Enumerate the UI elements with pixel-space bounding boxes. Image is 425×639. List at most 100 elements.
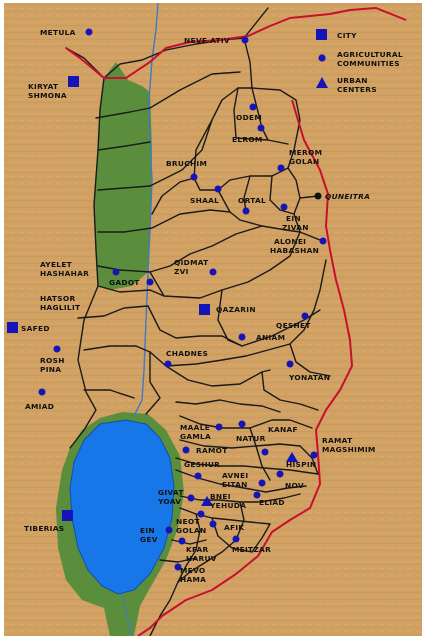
city-safed: [7, 322, 18, 333]
label-eliad: ELIAD: [259, 498, 285, 507]
label-merom-1: MEROM: [289, 148, 322, 157]
jordan-valley: [94, 62, 152, 290]
legend-agri-icon: [318, 54, 326, 62]
label-mevo-1: MEVO: [180, 566, 205, 575]
urban-katzrin-east: [286, 452, 298, 462]
label-maale-1: MAALE: [180, 423, 210, 432]
dot-aniam: [238, 333, 246, 341]
dot-bnei-yehuda: [197, 510, 205, 518]
dot-yonatan: [286, 360, 294, 368]
label-rosh-2: PINA: [40, 365, 61, 374]
dot-shaal: [214, 185, 222, 193]
dot-quneitra: [314, 192, 322, 200]
legend-urban-label-1: URBAN: [337, 76, 368, 85]
dot-qeshet: [301, 312, 309, 320]
label-hatsor-2: HAGLILIT: [40, 303, 80, 312]
label-kfar-2: HARUV: [186, 554, 217, 563]
urban-bnei-yehuda: [201, 496, 213, 506]
dot-bruchim: [190, 173, 198, 181]
dot-gadot: [112, 268, 120, 276]
label-hispin: HISPIN: [286, 460, 316, 469]
label-neot-2: GOLAN: [176, 526, 206, 535]
city-tiberias: [62, 510, 73, 521]
label-odem: ODEM: [236, 113, 262, 122]
label-meitzar: MEITZAR: [232, 545, 271, 554]
label-givat-1: GIVAT: [158, 488, 184, 497]
dot-kfar-haruv: [178, 537, 186, 545]
label-aniam: ANIAM: [256, 333, 285, 342]
dot-ortal: [242, 207, 250, 215]
label-geshur: GESHUR: [184, 460, 220, 469]
label-ayelet-1: AYELET: [40, 260, 72, 269]
label-qidmat-1: QIDMAT: [174, 258, 209, 267]
label-yonatan: YONATAN: [288, 373, 330, 382]
label-shaal: SHAAL: [190, 196, 219, 205]
label-kiryat-1: KIRYAT: [28, 82, 58, 91]
legend-agri-label-1: AGRICULTURAL: [337, 50, 403, 59]
label-hatsor-1: HATSOR: [40, 294, 75, 303]
label-ein-zivan-2: ZIVAN: [282, 223, 309, 232]
label-gadot: GADOT: [109, 278, 140, 287]
label-rosh-1: ROSH: [40, 356, 65, 365]
label-avnei-2: EITAN: [222, 480, 248, 489]
label-safed: SAFED: [21, 324, 50, 333]
dot-odem: [249, 103, 257, 111]
label-chadnes: CHADNES: [166, 349, 208, 358]
dot-geshur: [194, 472, 202, 480]
label-nov: NOV: [285, 481, 304, 490]
dot-ramot: [182, 446, 190, 454]
label-ramot: RAMOT: [196, 446, 228, 455]
legend-urban-label-2: CENTERS: [337, 85, 377, 94]
label-kiryat-2: SHMONA: [28, 91, 67, 100]
dot-rosh-pina: [53, 345, 61, 353]
label-bnei-2: YEHUDA: [209, 501, 246, 510]
dot-neot-golan: [209, 520, 217, 528]
label-ein-zivan-1: EIN: [286, 214, 301, 223]
dot-ramat-magshimim: [310, 451, 318, 459]
label-elrom: ELROM: [232, 135, 263, 144]
dot-amiad: [38, 388, 46, 396]
dot-qidmat-zvi: [209, 268, 217, 276]
label-afik: AFIK: [224, 523, 244, 532]
label-qazarin: QAZARIN: [216, 305, 256, 314]
dot-meitzar: [232, 535, 240, 543]
label-bruchim: BRUCHIM: [166, 159, 207, 168]
label-maale-2: GAMLA: [180, 432, 211, 441]
dot-mevo-hama: [174, 563, 182, 571]
label-quneitra: QUNEITRA: [325, 192, 370, 201]
city-qazarin: [199, 304, 210, 315]
settlement-symbols: [7, 28, 327, 571]
label-mevo-2: HAMA: [180, 575, 206, 584]
label-qidmat-2: ZVI: [174, 267, 189, 276]
dot-nov: [276, 470, 284, 478]
label-amiad: AMIAD: [25, 402, 54, 411]
label-kanaf-1: KANAF: [268, 425, 298, 434]
label-bnei-1: BNEI: [210, 492, 231, 501]
label-ortal: ORTAL: [238, 196, 266, 205]
legend-agri-label-2: COMMUNITIES: [337, 59, 400, 68]
border-line: [65, 7, 407, 636]
dot-alonei-habashan: [319, 237, 327, 245]
sea-of-galilee: [69, 419, 175, 595]
river-south: [121, 593, 133, 636]
dot-givat-yoav: [187, 494, 195, 502]
label-givat-2: YOAV: [157, 497, 181, 506]
place-labels: METULA NEVE ATIV KIRYAT SHMONA ODEM ELRO…: [21, 28, 376, 584]
label-avnei-1: AVNEI: [222, 471, 248, 480]
dot-ein-gev: [165, 526, 173, 534]
dot-neve-ativ: [241, 36, 249, 44]
legend-city-icon: [316, 29, 327, 40]
label-neot-1: NEOT: [176, 517, 200, 526]
legend-city-label: CITY: [337, 31, 357, 40]
label-ramat-1: RAMAT: [322, 436, 352, 445]
dot-metula: [85, 28, 93, 36]
city-kiryat-shmona: [68, 76, 79, 87]
dot-merom-golan: [277, 164, 285, 172]
label-kanaf-2: NATUR: [236, 434, 266, 443]
label-ramat-2: MAGSHIMIM: [322, 445, 376, 454]
label-ein-gev-2: GEV: [140, 535, 158, 544]
label-neve-ativ: NEVE ATIV: [184, 36, 230, 45]
dot-kanaf-natur: [238, 420, 246, 428]
label-ein-gev-1: EIN: [140, 526, 155, 535]
